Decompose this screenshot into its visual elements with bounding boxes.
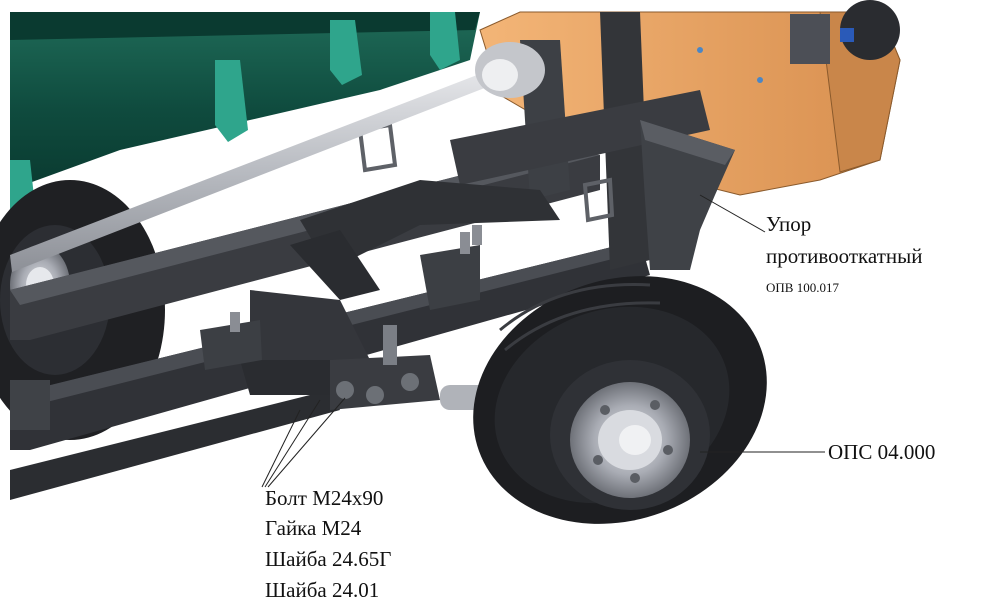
leader-stop — [699, 194, 766, 233]
leader-fastener-3 — [261, 409, 301, 488]
leader-lines — [261, 194, 825, 488]
label-stop-title: Упор — [766, 212, 812, 236]
label-stop-subtitle: противооткатный — [766, 244, 923, 268]
label-bolt: Болт М24х90 — [265, 486, 384, 510]
long-shaft — [10, 42, 545, 272]
label-stop-code: ОПВ 100.017 — [766, 280, 839, 295]
label-nut: Гайка М24 — [265, 516, 362, 540]
frame — [10, 12, 735, 500]
label-spring-washer: Шайба 24.65Г — [265, 547, 392, 571]
leader-fastener-2 — [267, 397, 346, 488]
leader-fastener-1 — [264, 399, 321, 488]
main-wheel — [440, 276, 767, 524]
tank-body — [10, 12, 480, 225]
label-wheel-code: ОПС 04.000 — [828, 440, 936, 464]
label-washer: Шайба 24.01 — [265, 578, 380, 602]
